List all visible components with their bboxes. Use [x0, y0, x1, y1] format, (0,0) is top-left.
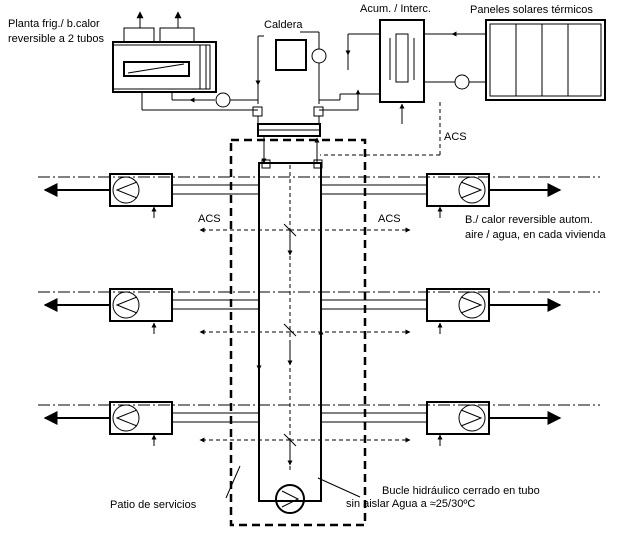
- accumulator-exchanger: [379, 19, 425, 124]
- plant-label-line2: reversible a 2 tubos: [8, 33, 104, 45]
- valve-right: [313, 106, 324, 117]
- heat-pump-label-line2: aire / agua, en cada vivienda: [465, 229, 607, 241]
- plant-pump-icon: [215, 92, 231, 108]
- valve-left: [252, 106, 263, 117]
- boiler-pump-icon: [311, 48, 327, 64]
- boiler-label: Caldera: [264, 19, 303, 31]
- loop-label-line2: sin aislar Agua a ≈25/30ºC: [346, 498, 475, 510]
- hydraulic-loop: [256, 136, 324, 502]
- floor-row-3: [38, 401, 600, 446]
- boiler: [275, 39, 307, 71]
- courtyard-label: Patio de servicios: [110, 499, 197, 511]
- plant-pipes: [141, 89, 380, 111]
- solar-thermal-panels: [485, 19, 606, 101]
- loop-label-line1: Bucle hidráulico cerrado en tubo: [382, 485, 540, 497]
- floor-row-1: [38, 173, 600, 233]
- chiller-heat-pump-plant: [112, 11, 217, 93]
- accumulator-label: Acum. / Interc.: [360, 3, 431, 15]
- solar-panels-label: Paneles solares térmicos: [470, 4, 593, 16]
- acs-right-label: ACS: [378, 213, 401, 225]
- loop-pump-icon: [275, 484, 305, 514]
- solar-pump-icon: [454, 74, 470, 90]
- floor-row-2: [38, 288, 600, 335]
- acs-left-label: ACS: [198, 213, 221, 225]
- heat-pump-label-line1: B./ calor reversible autom.: [465, 214, 593, 226]
- plant-label-line1: Planta frig./ b.calor: [8, 18, 100, 30]
- acs-top-label: ACS: [444, 131, 467, 143]
